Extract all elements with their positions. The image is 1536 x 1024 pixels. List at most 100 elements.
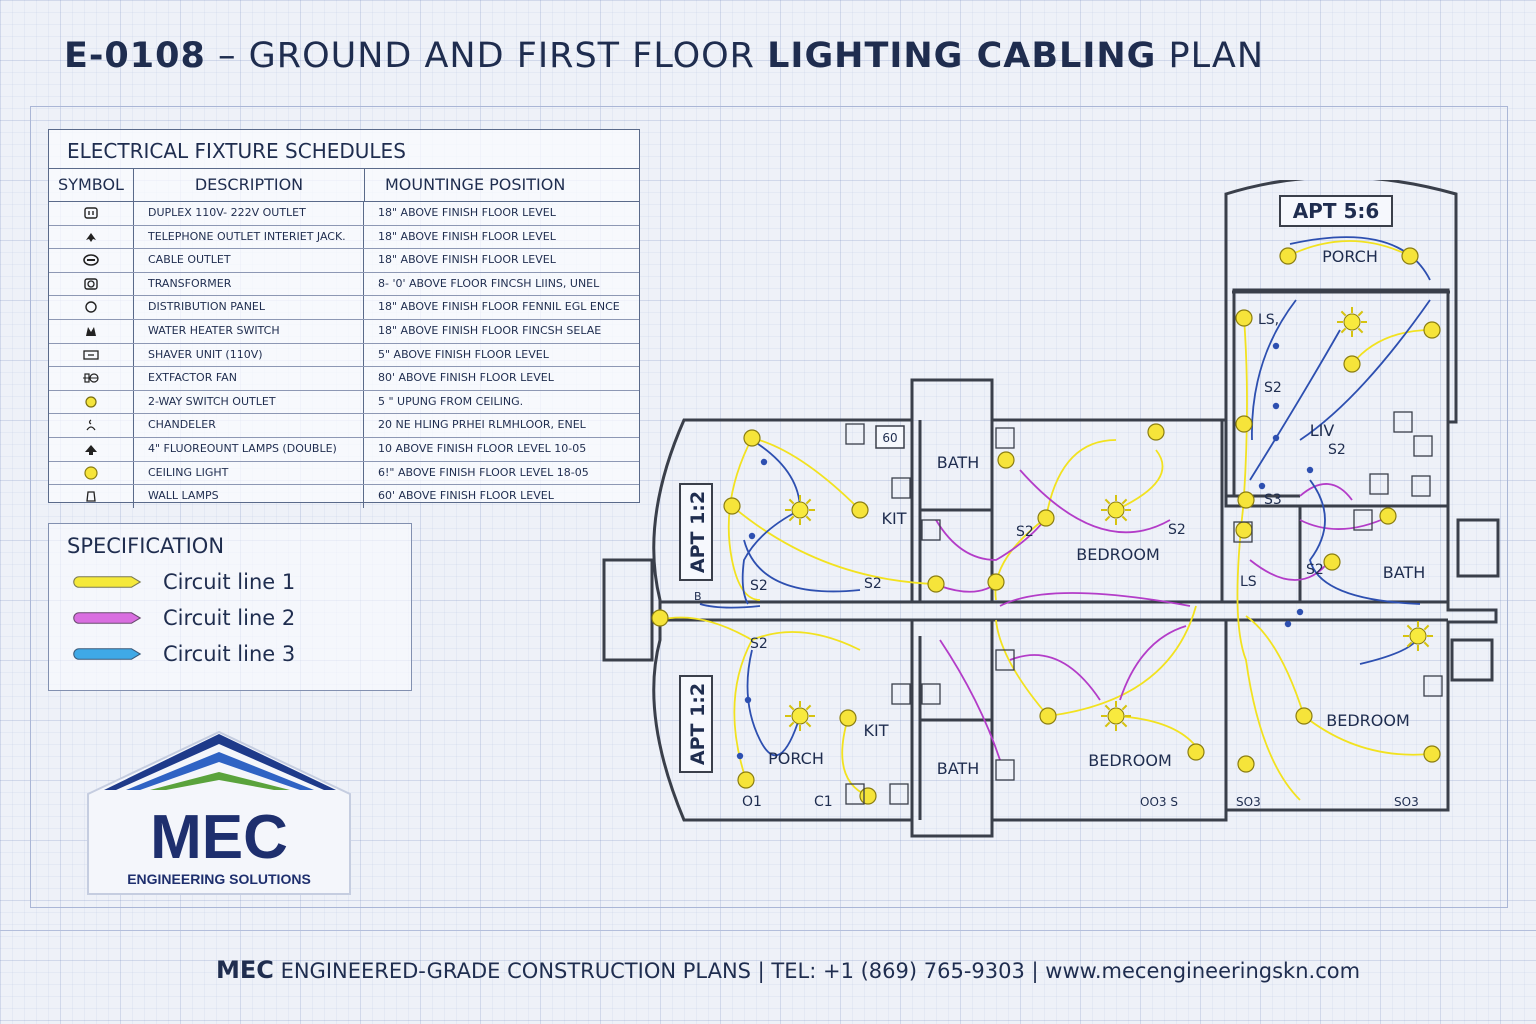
ceiling-light-icon: [743, 429, 761, 447]
schedule-position: 18" ABOVE FINISH FLOOR LEVEL: [378, 229, 556, 243]
circuit-2-wire: [999, 592, 1191, 607]
circuit-2-wire: [1119, 625, 1187, 701]
circuit-3-wire: [746, 649, 801, 757]
footer-divider: [0, 930, 1536, 931]
ceiling-light-icon: [1237, 491, 1255, 509]
title-suffix: PLAN: [1156, 36, 1265, 76]
ceiling-light-icon: [1237, 755, 1255, 773]
tag-s2: S2: [864, 576, 882, 592]
junction-dot: [1284, 620, 1292, 628]
circuit-3-wire: [751, 439, 801, 511]
tag-so3: SO3: [1394, 795, 1419, 809]
ceiling-light-icon: [1379, 507, 1397, 525]
tag-s2: S2: [750, 578, 768, 594]
logo-roof-mid: [126, 752, 314, 790]
junction-dot: [1272, 402, 1280, 410]
logo-roof-dark: [104, 734, 336, 790]
page-title: E-0108 – GROUND AND FIRST FLOOR LIGHTING…: [64, 36, 1264, 76]
room-porch-top: PORCH: [1322, 247, 1378, 266]
circuit-2-wire: [939, 639, 1001, 761]
specification-heading: SPECIFICATION: [67, 534, 225, 558]
junction-dot: [736, 752, 744, 760]
logo-text: MEC: [150, 803, 288, 872]
junction-dot: [760, 458, 768, 466]
room-bedroom-lower: BEDROOM: [1088, 751, 1172, 770]
circuit-2-swatch: [73, 612, 142, 624]
shaver-icon: [83, 349, 99, 360]
apt-5-6-tag: [1279, 195, 1393, 227]
footer-text: ENGINEERED-GRADE CONSTRUCTION PLANS | TE…: [273, 959, 1361, 983]
ceiling-light-icon: [1423, 745, 1441, 763]
circuit-3-pill: [73, 648, 142, 660]
schedule-description: 2-WAY SWITCH OUTLET: [134, 390, 364, 414]
title-bold: LIGHTING CABLING: [767, 36, 1157, 76]
chandelier-icon: [1101, 701, 1131, 731]
appliance-symbol: [845, 783, 865, 805]
footer-brand: MEC: [216, 956, 274, 984]
apt-1-2-tag-lower: [679, 675, 713, 773]
circuit-1-wire: [1243, 317, 1248, 497]
schedule-position: 18" ABOVE FINISH FLOOR LEVEL: [378, 253, 556, 267]
apt-1-2-label-upper: APT 1:2: [687, 491, 709, 573]
circuit-1-wire: [731, 505, 937, 585]
schedule-position: 5 " UPUNG FROM CEILING.: [378, 394, 524, 408]
room-bath-lower-mid: BATH: [937, 759, 979, 778]
appliance-symbol: [1369, 473, 1389, 495]
ceiling-light-icon: [1147, 423, 1165, 441]
ceiling-light-icon: [1039, 707, 1057, 725]
circuit-3-wire: [1309, 479, 1421, 605]
door-block-right: [1456, 518, 1500, 578]
circuit-1-wire: [1047, 605, 1197, 717]
apt-1-2-tag-upper: [679, 483, 713, 581]
ceiling-light-icon: [1343, 355, 1361, 373]
schedule-description: DUPLEX 110V- 222V OUTLET: [134, 202, 364, 225]
circuit-2-wire: [1299, 515, 1391, 530]
appliance-symbol: [921, 519, 941, 541]
tag-o1: O1: [742, 794, 762, 810]
schedule-description: SHAVER UNIT (110V): [134, 343, 364, 367]
circuit-3-wire: [1289, 236, 1431, 281]
schedule-position: 8- '0' ABOVE FLOOR FINCSH LIINS, UNEL: [378, 276, 600, 290]
schedule-row: 4" FLUOREOUNT LAMPS (DOUBLE)10 ABOVE FIN…: [49, 437, 639, 462]
chandelier-icon: [1403, 621, 1433, 651]
appliance-symbol: [891, 683, 911, 705]
schedule-description: TELEPHONE OUTLET INTERIET JACK.: [134, 225, 364, 249]
circuit-3-swatch: [73, 648, 142, 660]
schedule-symbol-cell: [49, 296, 134, 319]
specification-legend: SPECIFICATION Circuit line 1 Circuit lin…: [48, 523, 412, 691]
room-bath-top-mid: BATH: [937, 453, 979, 472]
circuit-3-wire: [1249, 329, 1341, 481]
appliance-symbol: [1233, 521, 1253, 543]
drawing-frame: [30, 106, 1508, 908]
circuit-1-wire: [727, 437, 761, 601]
schedule-symbol-cell: [49, 461, 134, 485]
telephone-icon: [86, 232, 96, 242]
appliance-symbol: [995, 427, 1015, 449]
room-porch-lower: PORCH: [768, 749, 824, 768]
room-liv: LIV: [1310, 421, 1335, 440]
apt-5-6-label: APT 5:6: [1293, 199, 1380, 223]
junction-dot: [748, 532, 756, 540]
circuit-1-pill: [73, 576, 142, 588]
ceiling-light-icon: [839, 709, 857, 727]
schedule-symbol-cell: [49, 202, 134, 225]
circuit-2-wire: [935, 517, 1047, 561]
ceiling-light-icon: [1187, 743, 1205, 761]
schedule-column-headers: SYMBOL DESCRIPTION MOUNTINGE POSITION: [49, 169, 639, 202]
junction-dot: [1272, 342, 1280, 350]
drawing-code: E-0108: [64, 36, 206, 76]
apt-1-2-label-lower: APT 1:2: [687, 683, 709, 765]
circuit-1-wire: [1115, 715, 1201, 753]
junction-dot: [1296, 608, 1304, 616]
tag-c1: C1: [814, 794, 833, 810]
schedule-symbol-cell: [49, 272, 134, 296]
ceiling-light-icon: [1279, 247, 1297, 265]
appliance-symbol: [1423, 675, 1443, 697]
schedule-position: 20 NE HLING PRHEI RLMHLOOR, ENEL: [378, 418, 586, 432]
